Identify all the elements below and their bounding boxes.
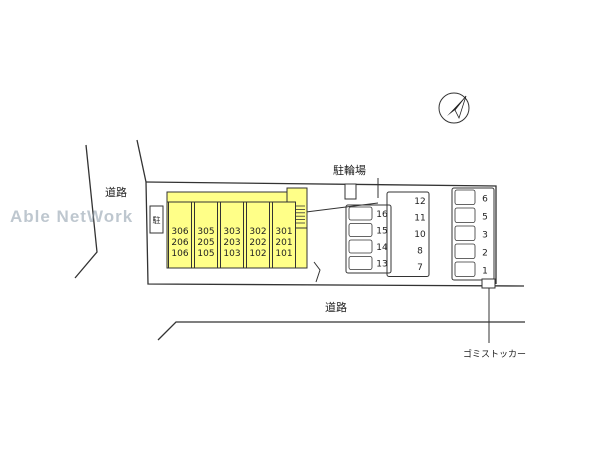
- parking-space: 5: [454, 207, 488, 223]
- parking-number: 7: [417, 263, 423, 273]
- parking-space: 15: [348, 223, 388, 237]
- parking-lots: 16 15 14 13 12 11 10 8 7 6 5 3 2 1: [345, 187, 495, 281]
- parking-group: 12 11 10 8 7: [386, 191, 430, 277]
- parking-number: 12: [414, 197, 425, 207]
- bicycle-parking-area: [344, 183, 357, 200]
- bottom-road-edge: [157, 321, 525, 341]
- parking-number: 15: [376, 227, 387, 237]
- parking-space: 2: [454, 243, 488, 259]
- parking-space: 3: [454, 225, 488, 241]
- parking-space: 12: [414, 197, 425, 207]
- parking-number: 8: [417, 247, 423, 257]
- parking-number: 5: [482, 213, 488, 223]
- unit-number: 203: [223, 238, 240, 248]
- unit-number: 303: [223, 227, 240, 237]
- parking-number: 11: [414, 214, 425, 224]
- unit-number: 302: [249, 227, 266, 237]
- left-road-edge-inner: [136, 139, 525, 287]
- parking-space: 8: [417, 247, 423, 257]
- bicycle-parking-label: 駐輪場: [333, 163, 366, 177]
- unit-number: 202: [249, 238, 266, 248]
- left-road-edge-outer: [74, 144, 98, 279]
- parking-space: 10: [414, 230, 426, 240]
- apartment-building: 3062061063052051053032031033022021023012…: [166, 187, 308, 269]
- unit-number: 103: [223, 249, 240, 259]
- mailbox-label: 駐: [153, 215, 161, 225]
- garbage-station-label: ゴミストッカー: [463, 348, 526, 360]
- parking-group: 16 15 14 13: [345, 204, 392, 274]
- parking-number: 2: [482, 249, 488, 259]
- parking-space: 14: [348, 239, 388, 254]
- parking-number: 10: [414, 230, 426, 240]
- unit-number: 105: [197, 249, 214, 259]
- garbage-station: [481, 278, 496, 343]
- parking-number: 14: [376, 243, 388, 253]
- parking-number: 16: [376, 210, 388, 220]
- parking-space: 6: [454, 189, 488, 205]
- parking-space: 16: [348, 206, 388, 221]
- road-left-label: 道路: [105, 185, 127, 199]
- site-top-boundary: [145, 181, 497, 284]
- parking-space: 1: [454, 261, 488, 277]
- unit-number: 305: [197, 227, 214, 237]
- unit-number: 102: [249, 249, 266, 259]
- north-arrow-icon: [438, 92, 470, 124]
- parking-number: 1: [482, 267, 488, 277]
- parking-space: 11: [414, 214, 425, 224]
- parking-number: 13: [376, 260, 387, 270]
- unit-number: 201: [275, 238, 292, 248]
- road-lines: [74, 139, 525, 341]
- mailbox: 駐: [149, 205, 164, 234]
- parking-number: 3: [482, 231, 488, 241]
- parking-space: 13: [348, 256, 388, 270]
- unit-number: 205: [197, 238, 214, 248]
- entrance-edge: [313, 261, 321, 283]
- parking-space: 7: [417, 263, 423, 273]
- road-bottom-label: 道路: [325, 300, 347, 314]
- unit-number: 101: [275, 249, 292, 259]
- parking-number: 6: [482, 195, 488, 205]
- watermark: Able NetWork: [10, 207, 134, 226]
- parking-group: 6 5 3 2 1: [451, 187, 495, 281]
- unit-number: 301: [275, 227, 292, 237]
- unit-number: 206: [171, 238, 188, 248]
- unit-number: 306: [171, 227, 188, 237]
- unit-number: 106: [171, 249, 188, 259]
